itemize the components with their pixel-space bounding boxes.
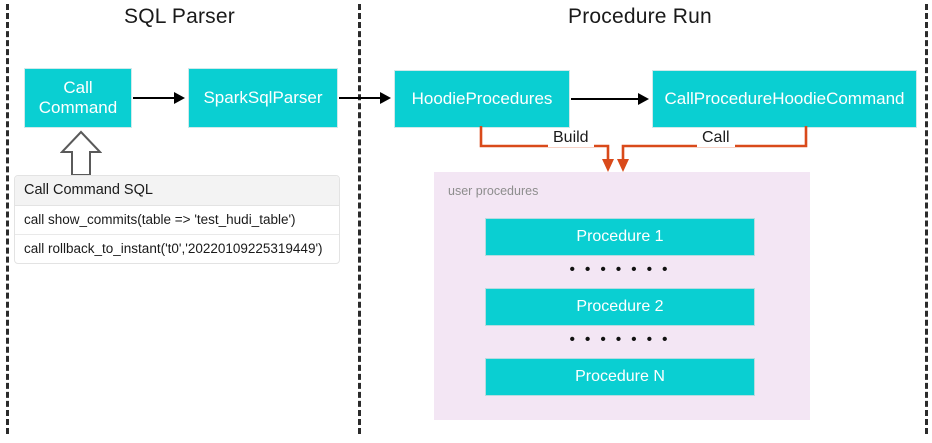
section-title-sql-parser: SQL Parser	[124, 5, 235, 28]
arrow-right-icon	[638, 93, 649, 105]
edge-label-call: Call	[697, 129, 735, 147]
arrow-up-hollow-icon	[60, 130, 102, 176]
node-call-command[interactable]: Call Command	[24, 68, 132, 128]
section-divider-middle	[358, 4, 361, 434]
procedure-box[interactable]: Procedure N	[485, 358, 755, 396]
ellipsis-separator: • • • • • • •	[569, 261, 671, 278]
edge-label-build: Build	[548, 129, 594, 147]
node-call-procedure-hoodie-command[interactable]: CallProcedureHoodieCommand	[652, 70, 917, 128]
ellipsis-separator: • • • • • • •	[569, 331, 671, 348]
section-divider-right	[925, 4, 928, 434]
arrow-right-icon	[174, 92, 185, 104]
connector-call-command-to-spark-parser-line	[133, 97, 175, 99]
connector-spark-parser-to-hoodie-procedures-line	[339, 97, 381, 99]
procedure-box[interactable]: Procedure 1	[485, 218, 755, 256]
user-procedures-caption: user procedures	[448, 184, 539, 198]
section-title-procedure-run: Procedure Run	[568, 5, 712, 28]
section-divider-left	[6, 4, 9, 434]
sql-table-row: call rollback_to_instant('t0','202201092…	[24, 241, 323, 256]
sql-table-row: call show_commits(table => 'test_hudi_ta…	[15, 206, 339, 235]
call-command-sql-table: Call Command SQL call show_commits(table…	[14, 175, 340, 264]
node-spark-sql-parser[interactable]: SparkSqlParser	[188, 68, 338, 128]
procedure-box[interactable]: Procedure 2	[485, 288, 755, 326]
sql-table-header: Call Command SQL	[15, 176, 339, 206]
connector-hoodie-procedures-to-call-command-line	[571, 98, 639, 100]
arrow-right-icon	[380, 92, 391, 104]
node-hoodie-procedures[interactable]: HoodieProcedures	[394, 70, 570, 128]
build-call-connectors	[479, 126, 808, 172]
user-procedures-panel: user procedures Procedure 1 • • • • • • …	[434, 172, 810, 420]
